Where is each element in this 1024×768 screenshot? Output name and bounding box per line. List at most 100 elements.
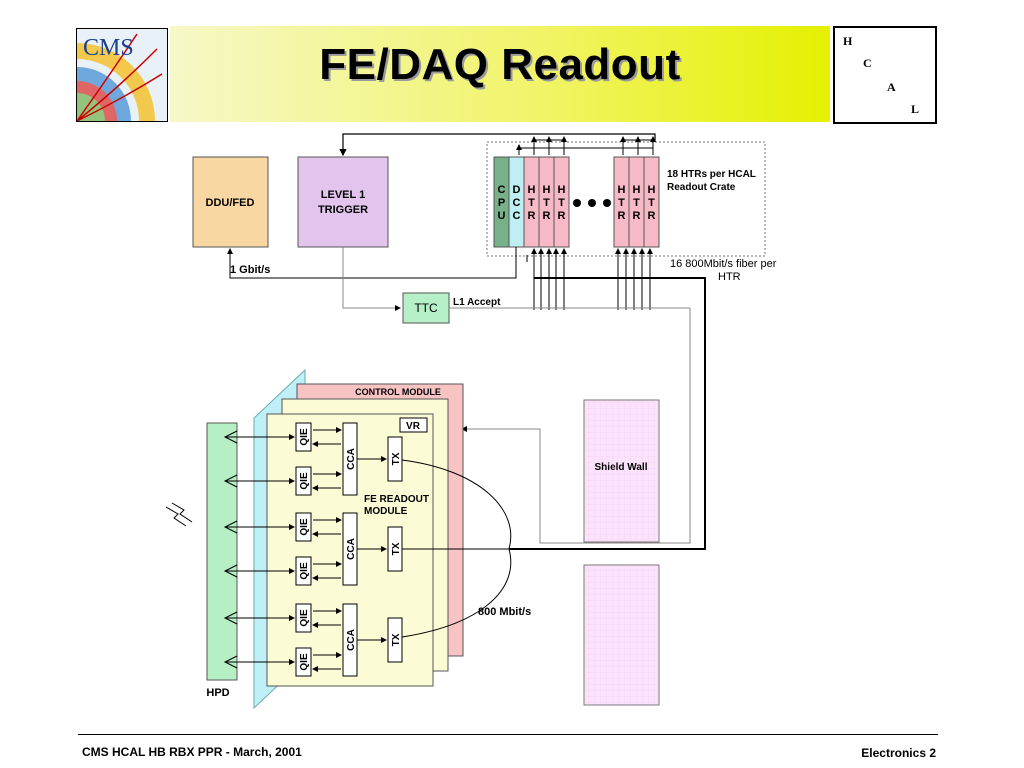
hpd-pixel-mark bbox=[223, 564, 238, 578]
level1-trigger-block bbox=[297, 156, 389, 248]
crate-card-htr bbox=[553, 156, 570, 248]
crate-card-letter: H bbox=[633, 184, 641, 196]
qie-chip bbox=[295, 647, 312, 677]
fiber-label-line1: 16 800Mbit/s fiber per bbox=[670, 258, 777, 270]
mbit-label: 800 Mbit/s bbox=[478, 606, 531, 618]
crate-card-letter: R bbox=[633, 210, 641, 222]
hpd-block bbox=[206, 422, 238, 681]
vr-label: VR bbox=[406, 421, 421, 432]
hpd-pixel-mark bbox=[223, 520, 238, 534]
footer-right-text: Electronics 2 bbox=[861, 746, 936, 760]
crate-note-line2: Readout Crate bbox=[667, 182, 736, 193]
tx-chip bbox=[387, 617, 403, 663]
cca-label: CCA bbox=[346, 448, 357, 470]
qie-label: QIE bbox=[299, 428, 310, 446]
cca-label: CCA bbox=[346, 538, 357, 560]
light-ray-icon bbox=[165, 502, 193, 527]
cms-logo: CMS bbox=[76, 28, 168, 122]
title-banner bbox=[170, 26, 830, 122]
gbit-label: 1 Gbit/s bbox=[230, 264, 270, 276]
crate-card-letter: T bbox=[633, 197, 640, 209]
crate-card-letter: H bbox=[543, 184, 551, 196]
crate-card-letter: H bbox=[618, 184, 626, 196]
crate-top-connectors bbox=[516, 136, 656, 155]
crate-card-letter: R bbox=[618, 210, 626, 222]
shield-wall-grid bbox=[584, 400, 659, 542]
fe-readout-label-line1: FE READOUT bbox=[364, 494, 429, 505]
tx-label: TX bbox=[391, 633, 402, 646]
crate-card-letter: C bbox=[513, 197, 521, 209]
hcal-logo-box: H C A L bbox=[833, 26, 937, 124]
qie-chip bbox=[295, 512, 312, 542]
crate-card-letter: R bbox=[528, 210, 536, 222]
crate-card-letter: H bbox=[558, 184, 566, 196]
crate-ellipsis-dot bbox=[603, 199, 611, 207]
qie-chip bbox=[295, 466, 312, 496]
tx-fiber-curve-top bbox=[401, 459, 512, 550]
crate-card-letter: R bbox=[558, 210, 566, 222]
footer-divider bbox=[78, 734, 938, 735]
hcal-letter-a: A bbox=[887, 80, 896, 94]
footer-left-text: CMS HCAL HB RBX PPR - March, 2001 bbox=[82, 745, 302, 759]
ddu-fed-block bbox=[192, 156, 269, 248]
crate-ellipsis-dot bbox=[573, 199, 581, 207]
qie-chip bbox=[295, 603, 312, 633]
gbit-link-line bbox=[227, 247, 517, 279]
crate-ellipsis-dot bbox=[588, 199, 596, 207]
crate-card-letter: C bbox=[513, 210, 521, 222]
qie-label: QIE bbox=[299, 609, 310, 627]
ddu-fed-label: DDU/FED bbox=[206, 197, 255, 209]
control-module-label: CONTROL MODULE bbox=[355, 387, 441, 397]
level1-label-line1: LEVEL 1 bbox=[321, 189, 365, 201]
crate-card-letter: U bbox=[498, 210, 506, 222]
crate-card-letter: H bbox=[648, 184, 656, 196]
hcal-letter-c: C bbox=[863, 56, 872, 70]
hpd-pixel-mark bbox=[223, 655, 238, 669]
crate-card-letter: R bbox=[543, 210, 551, 222]
hpd-label: HPD bbox=[206, 687, 229, 699]
ttc-label: TTC bbox=[414, 301, 438, 315]
shield-wall-grid bbox=[584, 565, 659, 705]
qie-chip bbox=[295, 556, 312, 586]
crate-card-letter: T bbox=[528, 197, 535, 209]
hcal-letter-h: H bbox=[843, 34, 853, 48]
hpd-pixel-mark bbox=[223, 430, 238, 444]
ttc-block bbox=[402, 292, 450, 324]
crate-card-letter: P bbox=[498, 197, 505, 209]
crate-card-letter: T bbox=[648, 197, 655, 209]
vr-block bbox=[399, 417, 428, 433]
ttc-to-frontend-line bbox=[461, 308, 691, 544]
fiber-bundle-line bbox=[509, 277, 706, 550]
hpd-pixel-mark bbox=[223, 474, 238, 488]
hcal-letter-l: L bbox=[911, 102, 920, 116]
tx-label: TX bbox=[391, 542, 402, 555]
tx-fiber-curve-bottom bbox=[401, 548, 512, 638]
tx-chip bbox=[387, 436, 403, 482]
cms-logo-text: CMS bbox=[83, 35, 134, 61]
crate-note-line1: 18 HTRs per HCAL bbox=[667, 169, 756, 180]
qie-chip bbox=[295, 422, 312, 452]
level1-ttc-line bbox=[342, 247, 401, 311]
crate-card-letter: D bbox=[513, 184, 521, 196]
l1-accept-label: L1 Accept bbox=[453, 297, 501, 308]
qie-label: QIE bbox=[299, 518, 310, 536]
tx-label: TX bbox=[391, 452, 402, 465]
htr-fiber-inputs bbox=[526, 248, 653, 310]
cms-logo-graphic bbox=[77, 33, 163, 121]
qie-label: QIE bbox=[299, 653, 310, 671]
crate-card-letter: T bbox=[543, 197, 550, 209]
crate-card-letter: H bbox=[528, 184, 536, 196]
fiber-label-line2: HTR bbox=[718, 271, 741, 283]
crate-card-letter: T bbox=[558, 197, 565, 209]
crate-card-letter: C bbox=[498, 184, 506, 196]
shield-wall-label: Shield Wall bbox=[595, 462, 648, 473]
qie-label: QIE bbox=[299, 472, 310, 490]
fe-readout-label-line2: MODULE bbox=[364, 506, 408, 517]
level1-label-line2: TRIGGER bbox=[318, 204, 368, 216]
trigger-bus-line bbox=[339, 133, 656, 157]
qie-label: QIE bbox=[299, 562, 310, 580]
crate-card-htr bbox=[643, 156, 660, 248]
